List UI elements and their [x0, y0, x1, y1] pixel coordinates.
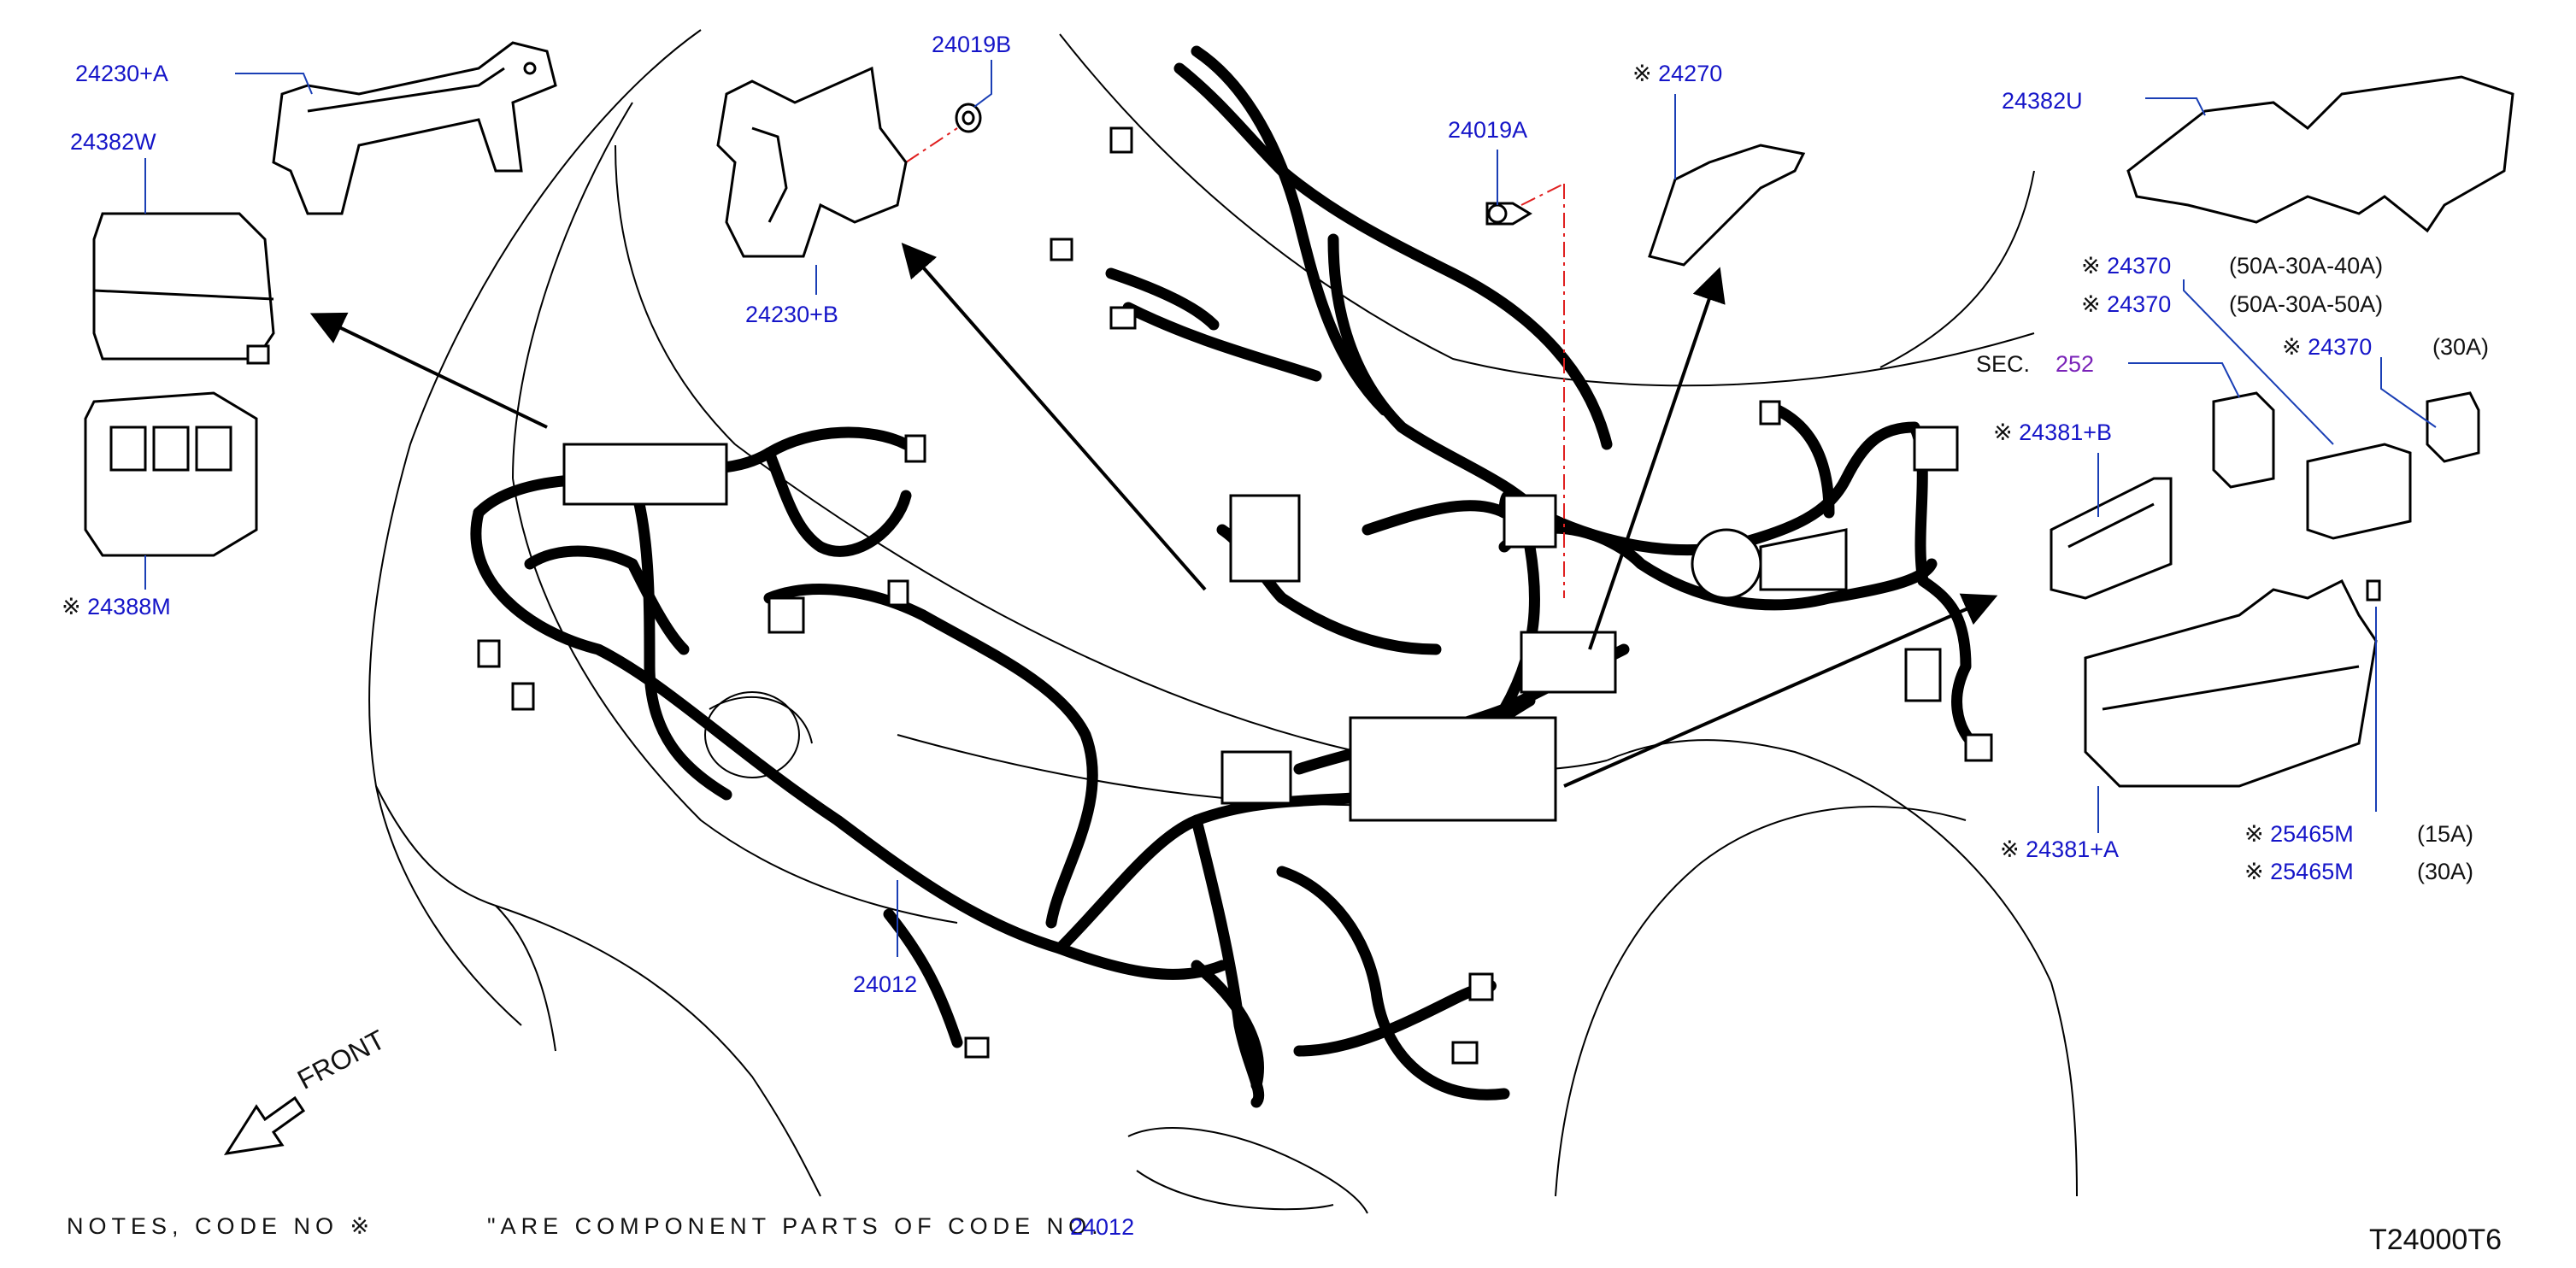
centerlines	[905, 127, 1565, 598]
asterisk-icon: ※	[2081, 291, 2101, 317]
asterisk-icon: ※	[2244, 859, 2264, 884]
front-arrow-icon	[223, 1095, 306, 1155]
label-sec: SEC.	[1976, 351, 2031, 377]
notes-suffix: "ARE COMPONENT PARTS OF CODE NO.	[487, 1213, 1103, 1239]
spec-24370-c: (30A)	[2432, 334, 2490, 360]
part-fusebox-24381A	[2084, 578, 2378, 788]
part-bolt-24019A	[1485, 202, 1532, 226]
section-ref-252[interactable]: 252	[2056, 351, 2095, 377]
label-24230B[interactable]: 24230+B	[745, 302, 838, 327]
part-fuse-24370	[2306, 391, 2480, 540]
label-24370-a[interactable]: ※ 24370	[2081, 253, 2172, 279]
asterisk-icon: ※	[2282, 334, 2302, 360]
label-24388M[interactable]: ※ 24388M	[62, 594, 171, 619]
label-24370-b[interactable]: ※ 24370	[2081, 291, 2172, 317]
part-bracket-24230B	[716, 66, 908, 258]
label-25465M-b[interactable]: ※ 25465M	[2244, 859, 2354, 884]
part-fuse-block-24381B	[2050, 477, 2173, 600]
part-bracket-24230A	[272, 41, 557, 215]
label-24370-c[interactable]: ※ 24370	[2282, 334, 2373, 360]
label-24019B[interactable]: 24019B	[932, 32, 1012, 57]
notes-code-ref[interactable]: 24012	[1070, 1214, 1135, 1240]
asterisk-icon: ※	[2000, 837, 2020, 862]
harness-connectors	[477, 126, 1993, 1065]
label-24381A[interactable]: ※ 24381+A	[2000, 837, 2119, 862]
label-24019A[interactable]: 24019A	[1448, 117, 1528, 143]
asterisk-icon: ※	[2244, 821, 2264, 847]
grommet	[1691, 528, 1848, 600]
vehicle-body-outline	[368, 29, 2078, 1214]
spec-24370-b: (50A-30A-50A)	[2229, 291, 2384, 317]
part-fuse-25465M	[2366, 579, 2381, 602]
asterisk-icon: ※	[2081, 253, 2101, 279]
callout-arrows	[309, 242, 1998, 788]
spec-25465M-a: (15A)	[2417, 821, 2474, 847]
asterisk-icon: ※	[1993, 420, 2013, 445]
part-fusebox-24388M	[84, 391, 258, 557]
label-24270[interactable]: ※ 24270	[1632, 61, 1723, 86]
label-24382W[interactable]: 24382W	[70, 129, 156, 155]
label-24230A[interactable]: 24230+A	[75, 61, 168, 86]
spec-25465M-b: (30A)	[2417, 859, 2474, 884]
asterisk-icon: ※	[62, 594, 81, 619]
part-fusebox-cover-24382W	[92, 212, 275, 365]
part-nut-24019B	[955, 103, 982, 133]
part-cover-24270	[1648, 144, 1806, 267]
part-fusebox-cover-24382U	[2126, 75, 2514, 233]
leader-lines	[144, 60, 2437, 957]
label-24381B[interactable]: ※ 24381+B	[1993, 420, 2112, 445]
notes-text: NOTES, CODE NO ※	[67, 1213, 375, 1239]
label-24012[interactable]: 24012	[853, 972, 918, 997]
spec-24370-a: (50A-30A-40A)	[2229, 253, 2384, 279]
asterisk-icon: ※	[350, 1213, 375, 1239]
part-relay-sec-252	[2212, 391, 2275, 489]
label-24382U[interactable]: 24382U	[2002, 88, 2083, 114]
label-25465M-a[interactable]: ※ 25465M	[2244, 821, 2354, 847]
asterisk-icon: ※	[1632, 61, 1652, 86]
diagram-code: T24000T6	[2369, 1224, 2502, 1256]
